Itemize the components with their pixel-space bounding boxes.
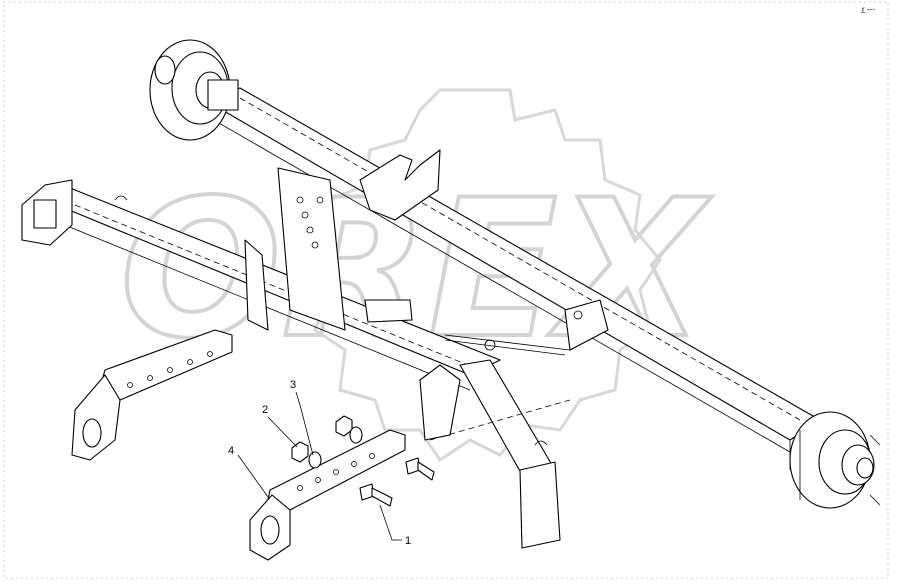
callouts: 1 2 3 4 <box>228 379 411 547</box>
lower-left-plate <box>419 364 461 441</box>
nut-1 <box>291 441 309 463</box>
callout-2-leader <box>267 416 298 448</box>
left-bracket <box>244 239 269 331</box>
callout-4-leader <box>237 454 269 498</box>
callout-1-leader <box>379 504 402 541</box>
drawbar-arm-item-4 <box>249 429 406 561</box>
header-mark: r̲ --- <box>860 5 875 14</box>
nut-2 <box>335 415 353 437</box>
callout-3: 3 <box>290 379 296 391</box>
safety-chain <box>444 334 571 356</box>
callout-4: 4 <box>228 445 234 457</box>
drawbar-frame <box>21 149 571 549</box>
washer-1 <box>308 451 322 469</box>
drawbar-arm-upper <box>71 329 233 461</box>
bolt-shank-2 <box>417 461 435 481</box>
callout-3-leader <box>295 391 314 456</box>
top-hook <box>359 149 441 221</box>
page-frame <box>3 1 889 579</box>
callout-2: 2 <box>262 404 268 416</box>
bolt-shank-1 <box>371 487 393 507</box>
center-tube <box>364 299 413 323</box>
center-plate <box>277 167 346 331</box>
axle-assembly <box>149 39 881 509</box>
washer-2 <box>349 426 363 444</box>
callout-1: 1 <box>405 535 411 547</box>
watermark: OREX <box>118 88 715 463</box>
right-wheel-hub <box>789 411 881 509</box>
fasteners <box>291 415 435 507</box>
axle-bracket-right <box>564 299 609 351</box>
left-wheel-hub <box>149 39 239 141</box>
lower-foot-plate <box>519 461 561 549</box>
